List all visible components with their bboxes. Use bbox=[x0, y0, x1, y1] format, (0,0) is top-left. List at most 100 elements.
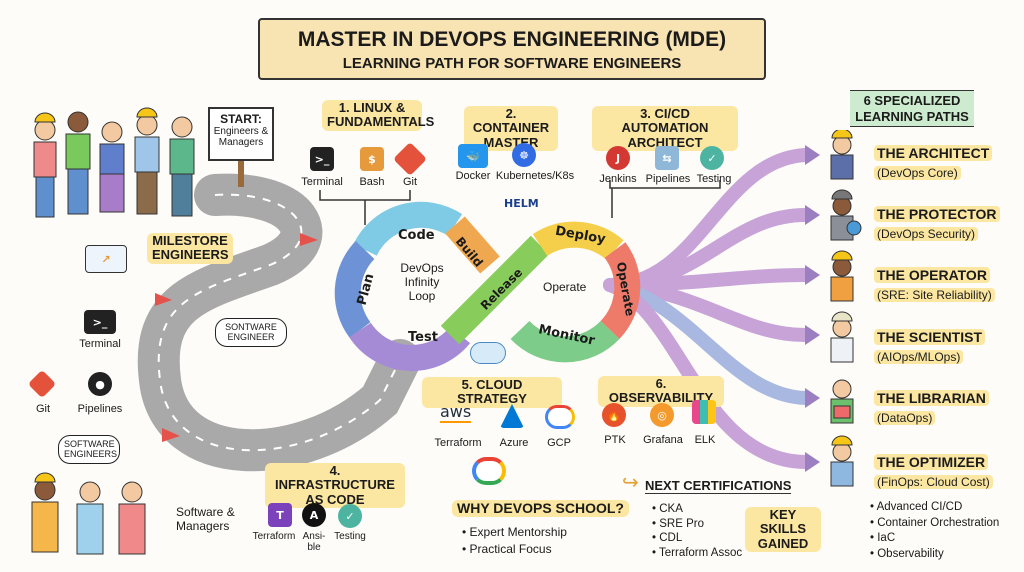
start-sign: START: Engineers & Managers bbox=[208, 107, 274, 161]
speech-bubble-sontware-engineer: SONTWARE ENGINEER bbox=[215, 318, 287, 347]
start-sign-text: Engineers & Managers bbox=[213, 126, 269, 148]
path-subtitle: (DevOps Core) bbox=[874, 166, 961, 180]
left-tool-terminal: Terminal bbox=[79, 338, 121, 350]
cert-item: CKA bbox=[652, 502, 742, 517]
tool-pipelines: Pipelines bbox=[645, 173, 691, 185]
path-characters bbox=[830, 130, 862, 487]
path-title: THE OPERATOR bbox=[874, 267, 990, 283]
tool-kubernetes: Kubernetes/K8s bbox=[495, 170, 575, 182]
left-tool-pipelines: Pipelines bbox=[77, 403, 123, 415]
grafana-icon: ◎ bbox=[650, 403, 674, 427]
path-subtitle: (SRE: Site Reliability) bbox=[874, 288, 995, 302]
path-subtitle: (DevOps Security) bbox=[874, 227, 979, 241]
why-list: Expert Mentorship Practical Focus bbox=[462, 524, 567, 558]
why-item: Practical Focus bbox=[462, 541, 567, 558]
gcp-icon bbox=[545, 405, 575, 429]
stage-4-title: 4. INFRASTRUCTURE AS CODE bbox=[265, 463, 405, 508]
prometheus-icon: 🔥 bbox=[602, 403, 626, 427]
path-subtitle: (AIOps/MLOps) bbox=[874, 350, 964, 364]
why-title: WHY DEVOPS SCHOOL? bbox=[452, 500, 629, 518]
cert-item: CDL bbox=[652, 531, 742, 546]
tool-git: Git bbox=[402, 176, 418, 188]
paths-header: 6 SPECIALIZED LEARNING PATHS bbox=[850, 90, 974, 128]
path-title: THE OPTIMIZER bbox=[874, 454, 989, 470]
stage-2-title: 2. CONTAINER MASTER bbox=[464, 106, 558, 151]
path-architect: THE ARCHITECT (DevOps Core) bbox=[874, 143, 993, 181]
title-banner: MASTER IN DEVOPS ENGINEERING (MDE) LEARN… bbox=[258, 18, 766, 80]
path-optimizer: THE OPTIMIZER (FinOps: Cloud Cost) bbox=[874, 452, 993, 490]
path-librarian: THE LIBRARIAN (DataOps) bbox=[874, 388, 989, 426]
stage-5-title: 5. CLOUD STRATEGY bbox=[422, 377, 562, 408]
tool-jenkins: Jenkins bbox=[599, 173, 637, 185]
people-group-bottom bbox=[31, 472, 146, 555]
stage-1-title: 1. LINUX & FUNDAMENTALS bbox=[322, 100, 434, 131]
tool-terraform: Terraform bbox=[252, 531, 296, 542]
flags bbox=[155, 233, 318, 442]
stage-6-title: 6. OBSERVABILITY bbox=[598, 376, 724, 407]
skills-title: KEY SKILLS GAINED bbox=[745, 507, 821, 552]
tool-grafana: Grafana bbox=[643, 434, 683, 446]
tool-testing-iac: Testing bbox=[334, 531, 366, 542]
milestone-label: MILESTORE ENGINEERS bbox=[147, 233, 233, 264]
jenkins-icon: J bbox=[606, 146, 630, 170]
certs-list: CKA SRE Pro CDL Terraform Assoc bbox=[652, 502, 742, 560]
tool-terminal: Terminal bbox=[301, 176, 343, 188]
path-operator: THE OPERATOR (SRE: Site Reliability) bbox=[874, 265, 995, 303]
path-subtitle: (DataOps) bbox=[874, 411, 936, 425]
path-title: THE LIBRARIAN bbox=[874, 390, 989, 406]
infinity-loop bbox=[334, 201, 641, 371]
testing-icon-iac: ✓ bbox=[338, 504, 362, 528]
tool-testing: Testing bbox=[696, 173, 732, 185]
people-group-start bbox=[33, 107, 195, 218]
tool-ansible: Ansi-ble bbox=[302, 531, 326, 553]
elk-icon bbox=[692, 400, 716, 424]
segment-code: Code bbox=[398, 228, 435, 243]
tool-azure: Azure bbox=[499, 437, 529, 449]
tool-terraform-cloud: Terraform bbox=[434, 437, 482, 449]
certs-arrow-icon: ↪ bbox=[622, 470, 639, 494]
segment-test: Test bbox=[408, 330, 438, 345]
helm-logo: HELM bbox=[504, 197, 539, 210]
skill-item: Container Orchestration bbox=[870, 516, 999, 532]
pipelines-icon: ⇆ bbox=[655, 146, 679, 170]
tool-ptk: PTK bbox=[604, 434, 626, 446]
path-subtitle: (FinOps: Cloud Cost) bbox=[874, 475, 993, 489]
why-item: Expert Mentorship bbox=[462, 524, 567, 541]
software-managers-label: Software & Managers bbox=[176, 505, 235, 534]
kubernetes-icon: ☸ bbox=[512, 143, 536, 167]
page-title: MASTER IN DEVOPS ENGINEERING (MDE) bbox=[297, 28, 727, 51]
github-icon: ● bbox=[88, 372, 112, 396]
cert-item: SRE Pro bbox=[652, 517, 742, 532]
path-title: THE PROTECTOR bbox=[874, 206, 1000, 222]
skill-item: Advanced CI/CD bbox=[870, 500, 999, 516]
docker-icon: 🐳 bbox=[458, 144, 488, 168]
tool-docker: Docker bbox=[455, 170, 491, 182]
skill-item: IaC bbox=[870, 531, 999, 547]
chart-board-icon: ↗ bbox=[85, 245, 127, 273]
sign-post bbox=[238, 161, 244, 187]
path-scientist: THE SCIENTIST (AIOps/MLOps) bbox=[874, 327, 986, 365]
certs-title: NEXT CERTIFICATIONS bbox=[645, 478, 792, 494]
bash-icon: $ bbox=[360, 147, 384, 171]
left-tool-git: Git bbox=[35, 403, 51, 415]
path-protector: THE PROTECTOR (DevOps Security) bbox=[874, 204, 1000, 242]
terminal-icon-left: >_ bbox=[84, 310, 116, 334]
tool-elk: ELK bbox=[694, 434, 716, 446]
loop-center-right-label: Operate bbox=[543, 280, 587, 294]
start-sign-title: START: bbox=[220, 112, 262, 126]
ansible-icon: A bbox=[302, 503, 326, 527]
stage-3-title: 3. CI/CD AUTOMATION ARCHITECT bbox=[592, 106, 738, 151]
loop-center-label: DevOps Infinity Loop bbox=[400, 261, 444, 303]
tool-bash: Bash bbox=[359, 176, 385, 188]
skills-list: Advanced CI/CD Container Orchestration I… bbox=[870, 500, 1000, 562]
path-title: THE SCIENTIST bbox=[874, 329, 986, 345]
cloud-icon bbox=[470, 342, 506, 364]
tool-gcp: GCP bbox=[547, 437, 571, 449]
testing-icon: ✓ bbox=[700, 146, 724, 170]
page-subtitle: LEARNING PATH FOR SOFTWARE ENGINEERS bbox=[342, 55, 682, 72]
aws-logo: aws bbox=[440, 402, 472, 423]
terminal-icon: >_ bbox=[310, 147, 334, 171]
path-title: THE ARCHITECT bbox=[874, 145, 993, 161]
speech-bubble-software-engineers: SOFTWARE ENGINEERS bbox=[58, 435, 120, 464]
